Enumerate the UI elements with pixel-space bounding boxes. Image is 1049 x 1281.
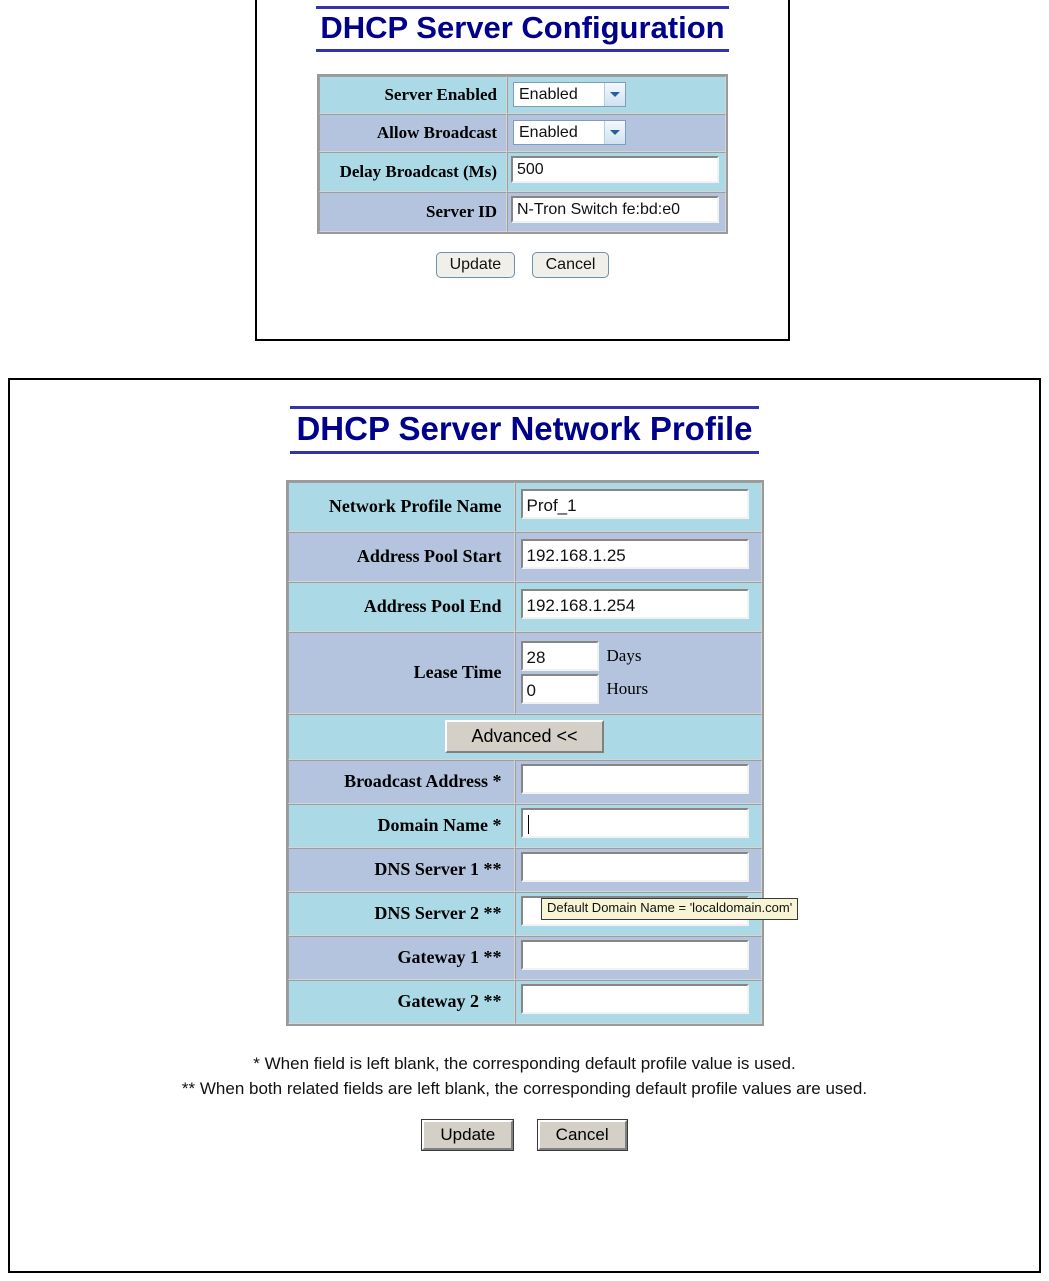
table-row: Server ID N-Tron Switch fe:bd:e0 bbox=[319, 191, 726, 232]
cell-gateway-2-input bbox=[514, 979, 762, 1024]
label-server-enabled: Server Enabled bbox=[319, 75, 507, 114]
advanced-row: Advanced << bbox=[287, 713, 762, 760]
label-network-profile-name: Network Profile Name bbox=[287, 481, 515, 532]
network-profile-table: Network Profile Name Prof_1 Address Pool… bbox=[285, 479, 764, 1026]
table-row: Network Profile Name Prof_1 bbox=[287, 481, 762, 532]
network-profile-title-wrap: DHCP Server Network Profile bbox=[10, 380, 1039, 454]
cell-allow-broadcast-select: Enabled bbox=[507, 113, 726, 152]
table-row: DNS Server 1 ** bbox=[287, 847, 762, 892]
footnotes: * When field is left blank, the correspo… bbox=[10, 1052, 1039, 1101]
cancel-button[interactable]: Cancel bbox=[531, 251, 610, 278]
broadcast-address-input[interactable] bbox=[520, 764, 749, 795]
table-row: Server Enabled Enabled bbox=[319, 75, 726, 114]
page-title-server-configuration: DHCP Server Configuration bbox=[316, 6, 729, 52]
footnote-single-asterisk: * When field is left blank, the correspo… bbox=[253, 1053, 796, 1073]
allow-broadcast-select[interactable]: Enabled bbox=[513, 120, 626, 146]
lease-time-days-unit: Days bbox=[606, 646, 642, 666]
server-config-button-bar: Update Cancel bbox=[257, 251, 788, 278]
text-caret bbox=[527, 815, 529, 835]
lease-days-row: 28 Days bbox=[520, 641, 761, 672]
gateway-2-input[interactable] bbox=[520, 984, 749, 1015]
table-row: Address Pool End 192.168.1.254 bbox=[287, 581, 762, 632]
table-row: Lease Time 28 Days 0 Hours bbox=[287, 631, 762, 714]
cell-server-id-input: N-Tron Switch fe:bd:e0 bbox=[507, 191, 726, 232]
cell-address-pool-start-input: 192.168.1.25 bbox=[514, 531, 762, 582]
table-row: Allow Broadcast Enabled bbox=[319, 113, 726, 152]
label-gateway-1: Gateway 1 ** bbox=[287, 935, 515, 980]
allow-broadcast-value: Enabled bbox=[519, 123, 578, 141]
cell-server-enabled-select: Enabled bbox=[507, 75, 726, 114]
table-row: Broadcast Address * bbox=[287, 759, 762, 804]
chevron-down-icon[interactable] bbox=[604, 83, 625, 107]
table-row: Address Pool Start 192.168.1.25 bbox=[287, 531, 762, 582]
label-address-pool-start: Address Pool Start bbox=[287, 531, 515, 582]
cell-domain-name-input bbox=[514, 803, 762, 848]
label-broadcast-address: Broadcast Address * bbox=[287, 759, 515, 804]
cell-address-pool-end-input: 192.168.1.254 bbox=[514, 581, 762, 632]
address-pool-end-input[interactable]: 192.168.1.254 bbox=[520, 589, 749, 620]
label-gateway-2: Gateway 2 ** bbox=[287, 979, 515, 1024]
dhcp-server-configuration-panel: DHCP Server Configuration Server Enabled… bbox=[255, 0, 790, 341]
cell-advanced-button: Advanced << bbox=[287, 713, 762, 760]
footnote-double-asterisk: ** When both related fields are left bla… bbox=[181, 1078, 868, 1098]
label-server-id: Server ID bbox=[319, 191, 507, 232]
chevron-down-icon[interactable] bbox=[604, 121, 625, 145]
lease-time-days-input[interactable]: 28 bbox=[520, 641, 599, 672]
update-button[interactable]: Update bbox=[435, 251, 516, 278]
server-enabled-value: Enabled bbox=[519, 85, 578, 103]
table-row: Domain Name * bbox=[287, 803, 762, 848]
lease-time-hours-unit: Hours bbox=[606, 679, 649, 699]
lease-time-hours-input[interactable]: 0 bbox=[520, 674, 599, 705]
label-dns-server-2: DNS Server 2 ** bbox=[287, 891, 515, 936]
label-address-pool-end: Address Pool End bbox=[287, 581, 515, 632]
cell-network-profile-name-input: Prof_1 bbox=[514, 481, 762, 532]
table-row: Gateway 1 ** bbox=[287, 935, 762, 980]
page-title-network-profile: DHCP Server Network Profile bbox=[290, 406, 759, 454]
dhcp-server-network-profile-panel: DHCP Server Network Profile Network Prof… bbox=[8, 378, 1041, 1273]
table-row: Delay Broadcast (Ms) 500 bbox=[319, 151, 726, 192]
gateway-1-input[interactable] bbox=[520, 940, 749, 971]
delay-broadcast-input[interactable]: 500 bbox=[511, 155, 719, 183]
dns-server-1-input[interactable] bbox=[520, 852, 749, 883]
domain-name-input[interactable] bbox=[520, 808, 749, 839]
network-profile-name-input[interactable]: Prof_1 bbox=[520, 489, 749, 520]
table-row: Gateway 2 ** bbox=[287, 979, 762, 1024]
server-config-table: Server Enabled Enabled Allow Broadcast bbox=[317, 73, 728, 234]
lease-hours-row: 0 Hours bbox=[520, 674, 761, 705]
cell-dns-server-1-input bbox=[514, 847, 762, 892]
cell-delay-broadcast-input: 500 bbox=[507, 151, 726, 192]
update-button[interactable]: Update bbox=[421, 1119, 515, 1152]
cell-gateway-1-input bbox=[514, 935, 762, 980]
cell-broadcast-address-input bbox=[514, 759, 762, 804]
label-domain-name: Domain Name * bbox=[287, 803, 515, 848]
cell-lease-time-inputs: 28 Days 0 Hours bbox=[514, 631, 762, 714]
network-profile-button-bar: Update Cancel bbox=[10, 1119, 1039, 1152]
server-enabled-select[interactable]: Enabled bbox=[513, 82, 626, 108]
server-id-input[interactable]: N-Tron Switch fe:bd:e0 bbox=[511, 195, 719, 223]
label-lease-time: Lease Time bbox=[287, 631, 515, 714]
advanced-toggle-button[interactable]: Advanced << bbox=[445, 720, 604, 754]
address-pool-start-input[interactable]: 192.168.1.25 bbox=[520, 539, 749, 570]
label-allow-broadcast: Allow Broadcast bbox=[319, 113, 507, 152]
server-config-title-wrap: DHCP Server Configuration bbox=[257, 0, 788, 52]
domain-name-tooltip: Default Domain Name = 'localdomain.com' bbox=[541, 897, 799, 920]
cancel-button[interactable]: Cancel bbox=[536, 1119, 628, 1152]
label-delay-broadcast: Delay Broadcast (Ms) bbox=[319, 151, 507, 192]
label-dns-server-1: DNS Server 1 ** bbox=[287, 847, 515, 892]
